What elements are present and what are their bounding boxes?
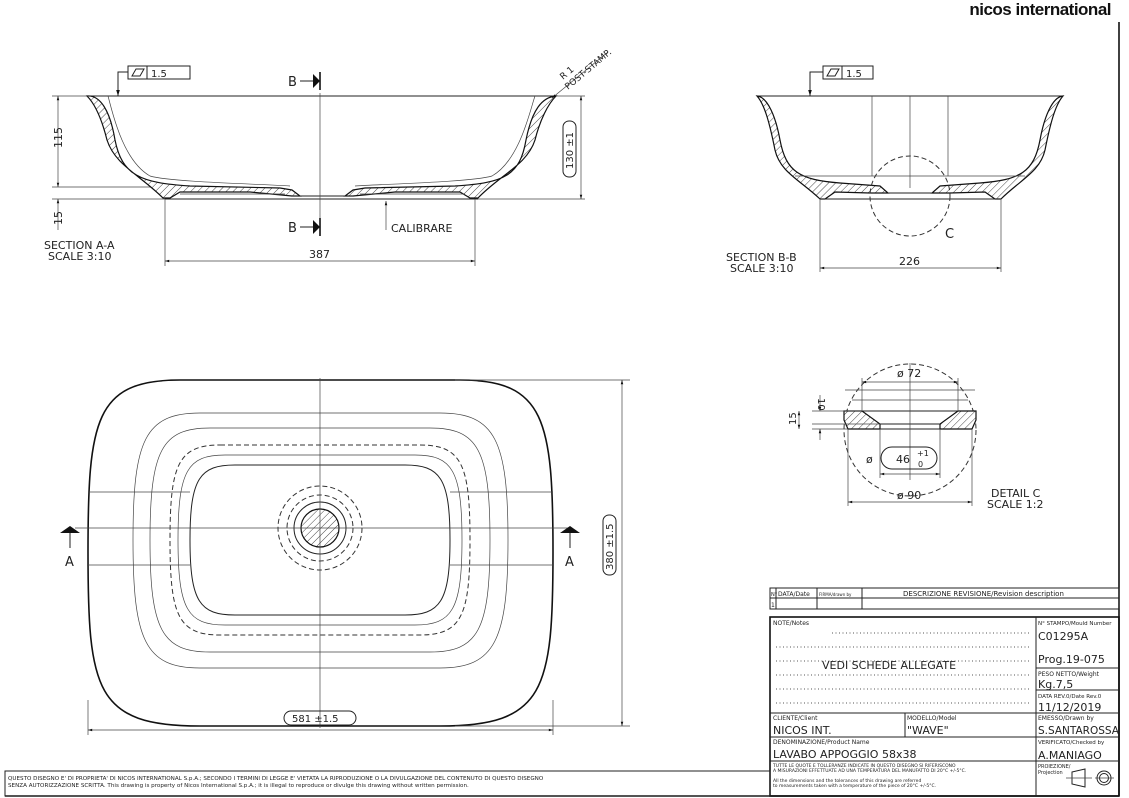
flatness-icon: [826, 68, 840, 77]
weight: Kg.7,5: [1038, 678, 1073, 691]
date: 11/12/2019: [1038, 701, 1101, 714]
dim-plan-width: 581 ±1.5: [292, 714, 339, 725]
tolerance-note: to measurements taken with a temperature…: [773, 783, 936, 789]
detail-c-scale: SCALE 1:2: [987, 498, 1043, 511]
tolerance-note: All the dimensions and the tolerances of…: [773, 778, 921, 784]
dim-base-15: 15: [52, 211, 65, 225]
basin-wall-right: [343, 95, 558, 199]
model-label: MODELLO/Model: [907, 715, 957, 722]
cut-marker-a-left: A: [60, 526, 80, 570]
model: "WAVE": [907, 724, 949, 737]
prog-number: Prog.19-075: [1038, 653, 1105, 666]
col-date: DATA/Date: [778, 591, 810, 598]
projection-label: Projection: [1038, 770, 1063, 776]
product-label: DENOMINAZIONE/Product Name: [773, 739, 870, 746]
checked-by: A.MANIAGO: [1038, 749, 1102, 762]
svg-text:B: B: [288, 75, 297, 90]
section-a-a: B B 1.5 R 1 POST-STAMP. 115 15 130 ±1 38…: [44, 48, 614, 266]
flatness-icon: [131, 68, 145, 77]
tolerance-upper: +1: [917, 449, 929, 458]
svg-text:A: A: [565, 555, 574, 570]
flatness-tolerance-frame: 1.5: [116, 65, 191, 96]
dim-width-387: 387: [309, 248, 330, 261]
notes-label: NOTE/Notes: [773, 620, 809, 627]
copyright-line: SENZA AUTORIZZAZIONE SCRITTA. This drawi…: [8, 783, 469, 789]
date-label: DATA REV.0/Date Rev.0: [1038, 694, 1102, 700]
company-logo: nicos international: [969, 0, 1111, 19]
tolerance-note: A MISURAZIONI EFFETTUATE AD UNA TEMPERAT…: [773, 768, 966, 774]
title-block: NOTE/Notes VEDI SCHEDE ALLEGATE N° STAMP…: [769, 616, 1120, 797]
dim-dia-46: 46: [896, 453, 910, 466]
dim-total-height: 130 ±1: [565, 132, 576, 169]
drawn-by: S.SANTAROSSA: [1038, 725, 1120, 737]
col-signature: FIRMA/drawn by: [819, 592, 852, 597]
svg-text:1.5: 1.5: [846, 69, 862, 80]
section-a-a-label: SECTION A-A: [44, 239, 115, 252]
notes-text: VEDI SCHEDE ALLEGATE: [822, 659, 956, 672]
basin-wall-left: [85, 95, 302, 199]
copyright-line: QUESTO DISEGNO E' DI PROPRIETA' DI NICOS…: [8, 776, 544, 782]
dim-plan-height: 380 ±1.5: [605, 523, 616, 570]
diameter-symbol: ø: [866, 453, 873, 466]
section-b-b: C 1.5 226 SECTION B-B SCALE 3:10: [726, 65, 1065, 275]
col-number: N°: [771, 592, 778, 598]
product-name: LAVABO APPOGGIO 58x38: [773, 748, 916, 761]
weight-label: PESO NETTO/Weight: [1038, 671, 1100, 678]
client: NICOS INT.: [773, 724, 832, 737]
detail-c: ø 72 10 15 ø 46 +1 0 ø 90 DETAIL C SCALE…: [788, 363, 1043, 511]
basin-wall-left: [755, 95, 890, 200]
col-description: DESCRIZIONE REVISIONE/Revision descripti…: [903, 590, 1064, 598]
projection-label: PROIEZIONE/: [1038, 764, 1071, 770]
section-b-b-label: SECTION B-B: [726, 251, 797, 264]
dim-height-115: 115: [52, 127, 65, 148]
radius-note: R 1 POST-STAMP.: [551, 48, 614, 99]
dim-dia-72: ø 72: [897, 367, 921, 380]
section-b-b-scale: SCALE 3:10: [730, 262, 793, 275]
svg-text:A: A: [65, 555, 74, 570]
copyright-footer: QUESTO DISEGNO E' DI PROPRIETA' DI NICOS…: [4, 770, 771, 797]
client-label: CLIENTE/Client: [773, 715, 818, 722]
dim-width-226: 226: [899, 255, 920, 268]
cut-marker-b-top: B: [288, 72, 321, 90]
mould-number: C01295A: [1038, 630, 1089, 643]
mould-label: N° STAMPO/Mould Number: [1038, 621, 1112, 627]
cut-marker-b-bottom: B: [288, 218, 321, 236]
detail-c-callout-circle: [869, 155, 951, 237]
revision-table: N° DATA/Date FIRMA/drawn by DESCRIZIONE …: [769, 587, 1120, 610]
dim-dia-90: ø 90: [897, 489, 921, 502]
detail-marker-c: C: [945, 227, 954, 242]
basin-outline: [87, 379, 554, 727]
tolerance-lower: 0: [918, 460, 923, 469]
drawn-label: EMESSO/Drawn by: [1038, 715, 1094, 722]
cut-marker-a-right: A: [560, 526, 580, 570]
plan-view: 380 ±1.5 581 ±1.5 A A: [60, 378, 630, 735]
flatness-tolerance-frame-b: 1.5: [808, 65, 874, 96]
checked-label: VERIFICATO/Checked by: [1038, 740, 1105, 746]
tolerance-note: TUTTE LE QUOTE E TOLLERANZE INDICATE IN …: [772, 763, 956, 769]
svg-text:B: B: [288, 221, 297, 236]
svg-text:1.5: 1.5: [151, 69, 167, 80]
projection-symbol-icon: [1066, 768, 1114, 788]
detail-c-label: DETAIL C: [991, 487, 1041, 500]
dim-15: 15: [788, 412, 799, 425]
calibrate-note: CALIBRARE: [391, 222, 452, 235]
basin-wall-right: [930, 95, 1065, 200]
notes-dotted-lines: [776, 632, 1030, 704]
section-a-a-scale: SCALE 3:10: [48, 250, 111, 263]
dim-10: 10: [815, 398, 826, 411]
revision-row-index: 1: [771, 602, 775, 609]
